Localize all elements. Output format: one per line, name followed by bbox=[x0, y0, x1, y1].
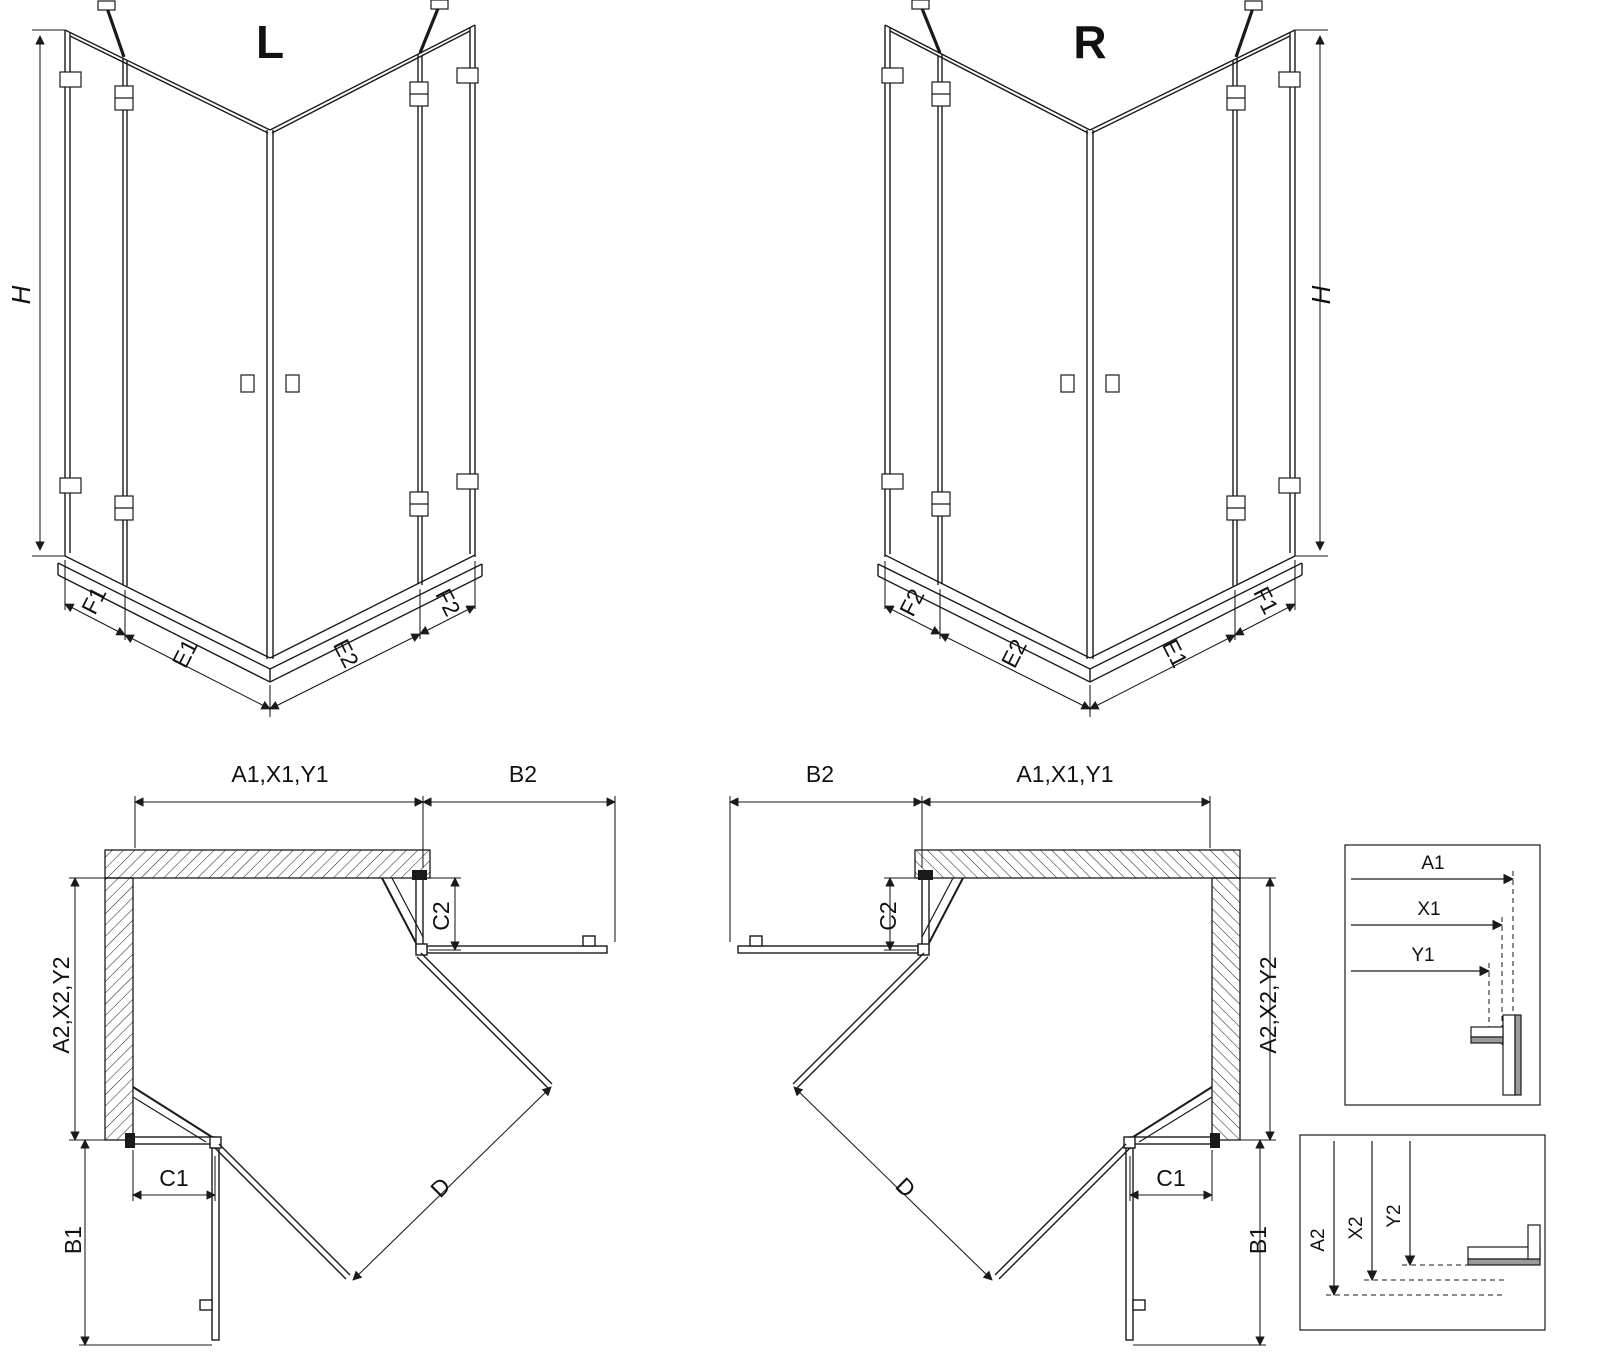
detail-y2-label: Y2 bbox=[1384, 1204, 1405, 1227]
dim-a2x2y2-label: A2,X2,Y2 bbox=[48, 956, 74, 1053]
detail-width-labels: A1 X1 Y1 bbox=[1411, 853, 1444, 966]
plan-right-labels: A1,X1,Y1 B2 A2,X2,Y2 C2 C1 B1 D bbox=[806, 761, 1281, 1254]
version-right-label: R bbox=[1073, 16, 1106, 68]
wall-profile-section bbox=[1467, 1224, 1541, 1266]
dim-a1x1y1-label: A1,X1,Y1 bbox=[1016, 761, 1113, 787]
dim-c2-label: C2 bbox=[428, 901, 454, 930]
dim-height-label: H bbox=[6, 285, 36, 304]
dim-c1-label: C1 bbox=[159, 1165, 188, 1191]
detail-y1-label: Y1 bbox=[1411, 945, 1434, 966]
plan-left-labels: A1,X1,Y1 B2 A2,X2,Y2 C2 C1 B1 D bbox=[48, 761, 537, 1254]
dim-b1-label: B1 bbox=[60, 1226, 86, 1254]
detail-x1-label: X1 bbox=[1417, 899, 1440, 920]
dim-b2-label: B2 bbox=[806, 761, 834, 787]
detail-x2-label: X2 bbox=[1346, 1216, 1367, 1239]
dim-c2-label: C2 bbox=[875, 901, 901, 930]
detail-depth-labels: A2 X2 Y2 bbox=[1308, 1204, 1405, 1251]
dim-c1-label: C1 bbox=[1156, 1165, 1185, 1191]
version-left-label: L bbox=[256, 16, 284, 68]
detail-width-reference bbox=[1344, 844, 1541, 1106]
dim-height-label: H bbox=[1306, 285, 1336, 304]
wall-profile-section bbox=[1470, 1014, 1522, 1096]
dim-b2-label: B2 bbox=[509, 761, 537, 787]
detail-a2-label: A2 bbox=[1308, 1228, 1329, 1251]
detail-depth-reference bbox=[1299, 1134, 1546, 1331]
dim-a1x1y1-label: A1,X1,Y1 bbox=[231, 761, 328, 787]
detail-a1-label: A1 bbox=[1421, 853, 1444, 874]
dim-b1-label: B1 bbox=[1245, 1226, 1271, 1254]
dim-a2x2y2-label: A2,X2,Y2 bbox=[1255, 956, 1281, 1053]
